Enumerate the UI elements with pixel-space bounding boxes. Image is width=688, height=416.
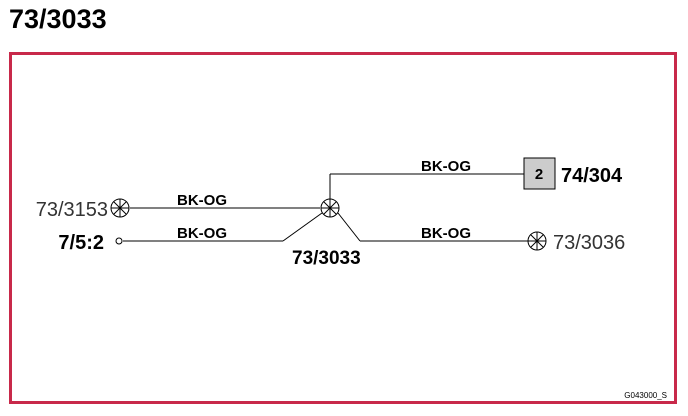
diagram-frame [9,52,677,404]
crossed-circle-icon-right [527,231,547,251]
wire-label-left-bottom: BK-OG [177,225,227,242]
splice-label: 73/3033 [292,248,361,269]
wire-label-right-bottom: BK-OG [421,225,471,242]
connector-label-left-top: 73/3153 [36,199,108,221]
wire-label-left-top: BK-OG [177,192,227,209]
terminal-dot-icon [115,237,123,245]
connector-pin-number: 2 [535,166,543,183]
crossed-circle-icon [110,198,130,218]
wire-left-bottom-diag [282,212,323,242]
page-title: 73/3033 [9,4,107,34]
wire-label-top-right: BK-OG [421,158,471,175]
connector-box-icon [523,157,556,190]
connector-label-right-bottom: 73/3036 [553,232,625,254]
connector-label-right-top: 74/304 [561,165,623,187]
wire-right-bottom-diag [337,212,361,242]
splice-cross-circle-icon [320,198,340,218]
figure-code: G043000_S [624,391,667,400]
connector-label-left-bottom: 7/5:2 [58,232,104,254]
